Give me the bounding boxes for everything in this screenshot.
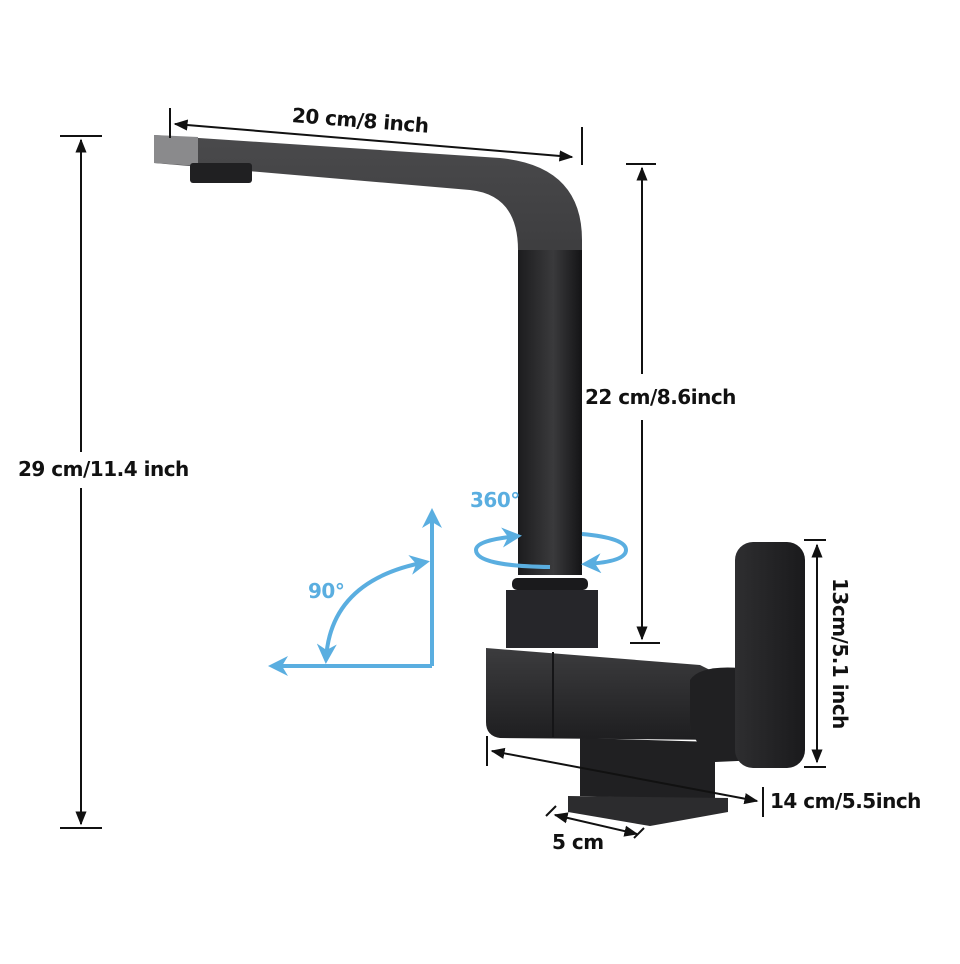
handle-angle-arc bbox=[316, 555, 430, 664]
swivel-angle-label: 360° bbox=[470, 488, 520, 512]
dimension-lines bbox=[60, 108, 826, 839]
base-width-arrow bbox=[553, 812, 639, 837]
mount-neck bbox=[580, 738, 715, 800]
spout-height-label: 22 cm/8.6inch bbox=[585, 385, 736, 409]
spout-column bbox=[518, 250, 582, 575]
spout-tip bbox=[154, 135, 198, 166]
faucet bbox=[154, 135, 805, 826]
swivel-arc-right bbox=[581, 532, 629, 574]
swivel-arc-left bbox=[473, 527, 551, 569]
handle-height-label: 13cm/5.1 inch bbox=[828, 578, 852, 729]
handle-lever bbox=[735, 542, 805, 768]
total-height-label: 29 cm/11.4 inch bbox=[18, 457, 189, 481]
handle-angle-label: 90° bbox=[308, 579, 345, 603]
spout-length-arrow bbox=[173, 119, 574, 162]
base-width-label: 5 cm bbox=[552, 830, 604, 854]
faucet-body bbox=[486, 648, 730, 740]
spout-base bbox=[506, 590, 598, 648]
body-length-arrow bbox=[490, 747, 759, 805]
body-length-label: 14 cm/5.5inch bbox=[770, 789, 921, 813]
swivel-collar bbox=[512, 578, 588, 590]
aerator bbox=[190, 163, 252, 183]
mount-base-plate bbox=[568, 796, 728, 826]
rotation-indicators bbox=[268, 508, 629, 676]
